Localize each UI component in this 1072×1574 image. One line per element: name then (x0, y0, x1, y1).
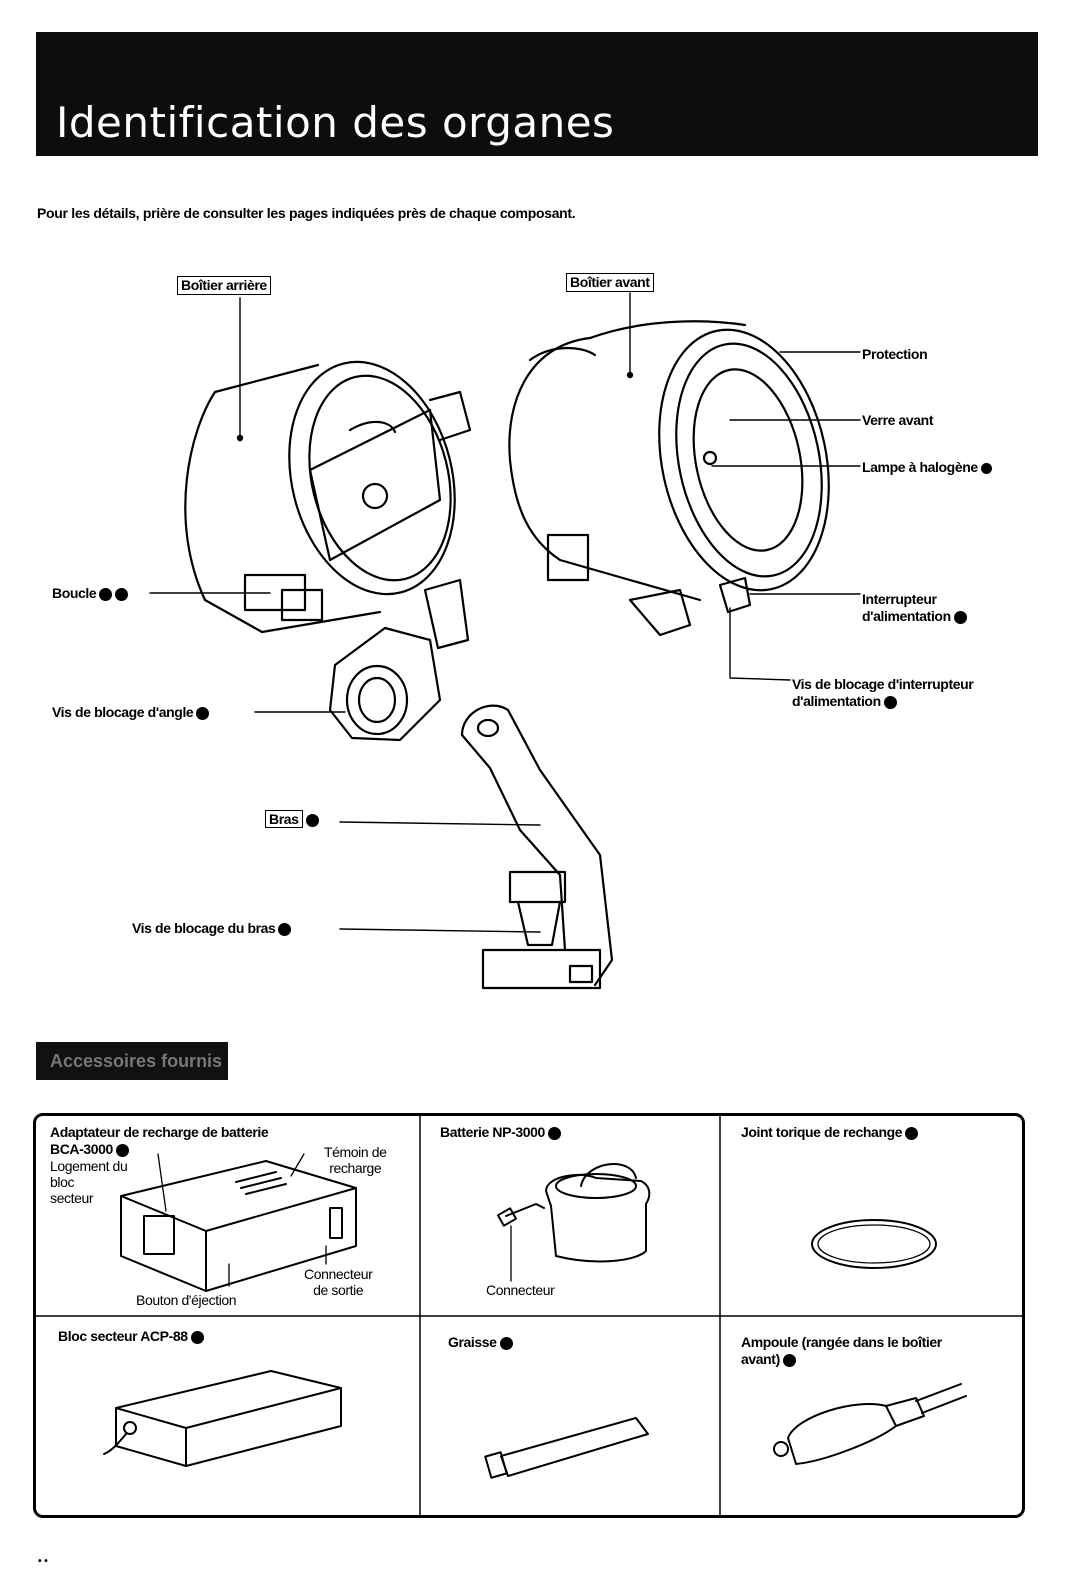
accessories-illustrations (36, 1116, 1022, 1515)
grease-title-text: Graisse (448, 1334, 497, 1350)
adapter-title: Bloc secteur ACP-88 (58, 1328, 204, 1345)
ac-adapter-illustration (103, 1370, 342, 1467)
title-bar: Identification des organes (36, 32, 1038, 156)
output-connector-line2: de sortie (313, 1282, 364, 1298)
label-arm-text: Bras (265, 810, 303, 828)
oring-title-text: Joint torique de rechange (741, 1124, 903, 1140)
accessories-heading: Accessoires fournis (36, 1042, 228, 1080)
label-front-housing: Boîtier avant (566, 273, 654, 292)
page-ref-icon (953, 610, 967, 624)
charge-lamp-line2: recharge (329, 1160, 382, 1176)
rear-housing-illustration (184, 360, 472, 650)
charger-title-line1: Adaptateur de recharge de batterie (50, 1124, 269, 1140)
bulb-illustration (773, 1383, 967, 1465)
label-buckle: Boucle (52, 585, 129, 602)
page-ref-icon (115, 587, 129, 601)
page-ref-icon (115, 1143, 129, 1157)
charger-slot-line2: bloc (50, 1174, 75, 1190)
bulb-title-line2: avant) (741, 1351, 780, 1367)
label-angle-lock: Vis de blocage d'angle (52, 704, 210, 721)
label-front-glass: Verre avant (862, 412, 934, 428)
eject-button-label: Bouton d'éjection (136, 1292, 237, 1308)
battery-title: Batterie NP-3000 (440, 1124, 561, 1141)
label-halogen-lamp-text: Lampe à halogène (862, 459, 978, 475)
label-rear-housing: Boîtier arrière (177, 276, 271, 295)
oring-illustration (811, 1219, 937, 1269)
battery-title-text: Batterie NP-3000 (440, 1124, 545, 1140)
label-power-switch-line2: d'alimentation (862, 608, 951, 624)
label-buckle-text: Boucle (52, 585, 97, 601)
label-arm-lock: Vis de blocage du bras (132, 920, 292, 937)
page-ref-icon (305, 813, 319, 827)
charger-illustration (120, 1153, 357, 1292)
grease-title: Graisse (448, 1334, 513, 1351)
label-switch-lock-line1: Vis de blocage d'interrupteur (792, 676, 974, 692)
grease-illustration (484, 1417, 649, 1479)
page-ref-icon (278, 922, 292, 936)
charger-slot-line3: secteur (50, 1190, 94, 1206)
page-ref-icon (980, 462, 992, 474)
charger-title-line2: BCA-3000 (50, 1141, 113, 1157)
label-arm: Bras (265, 810, 319, 828)
charger-slot-line1: Logement du (50, 1158, 128, 1174)
page-ref-icon (905, 1126, 919, 1140)
page-ref-icon (196, 706, 210, 720)
label-halogen-lamp: Lampe à halogène (862, 459, 992, 476)
leader-lines (149, 292, 861, 933)
arm-illustration (460, 704, 614, 990)
bulb-title-line1: Ampoule (rangée dans le boîtier (741, 1334, 942, 1350)
oring-title: Joint torique de rechange (741, 1124, 919, 1141)
label-arm-lock-text: Vis de blocage du bras (132, 920, 276, 936)
angle-knob-illustration (328, 626, 442, 742)
battery-illustration (496, 1163, 651, 1282)
label-switch-lock-line2: d'alimentation (792, 693, 881, 709)
page-ref-icon (883, 695, 897, 709)
battery-connector-label: Connecteur (486, 1282, 555, 1298)
front-housing-illustration (508, 320, 830, 637)
parts-diagram (149, 292, 861, 990)
page-ref-icon (190, 1330, 204, 1344)
label-angle-lock-text: Vis de blocage d'angle (52, 704, 194, 720)
charge-lamp-line1: Témoin de (324, 1144, 387, 1160)
intro-text: Pour les détails, prière de consulter le… (37, 205, 576, 221)
page-title: Identification des organes (56, 98, 615, 147)
page-ref-icon (499, 1336, 513, 1350)
label-power-switch-line1: Interrupteur (862, 591, 937, 607)
label-protection: Protection (862, 346, 928, 362)
page-ref-icon (99, 587, 113, 601)
page-mark: • • (38, 1556, 48, 1567)
page-ref-icon (782, 1353, 796, 1367)
oring-inner-illustration (817, 1224, 931, 1264)
adapter-title-text: Bloc secteur ACP-88 (58, 1328, 188, 1344)
output-connector-line1: Connecteur (304, 1266, 373, 1282)
page-ref-icon (547, 1126, 561, 1140)
